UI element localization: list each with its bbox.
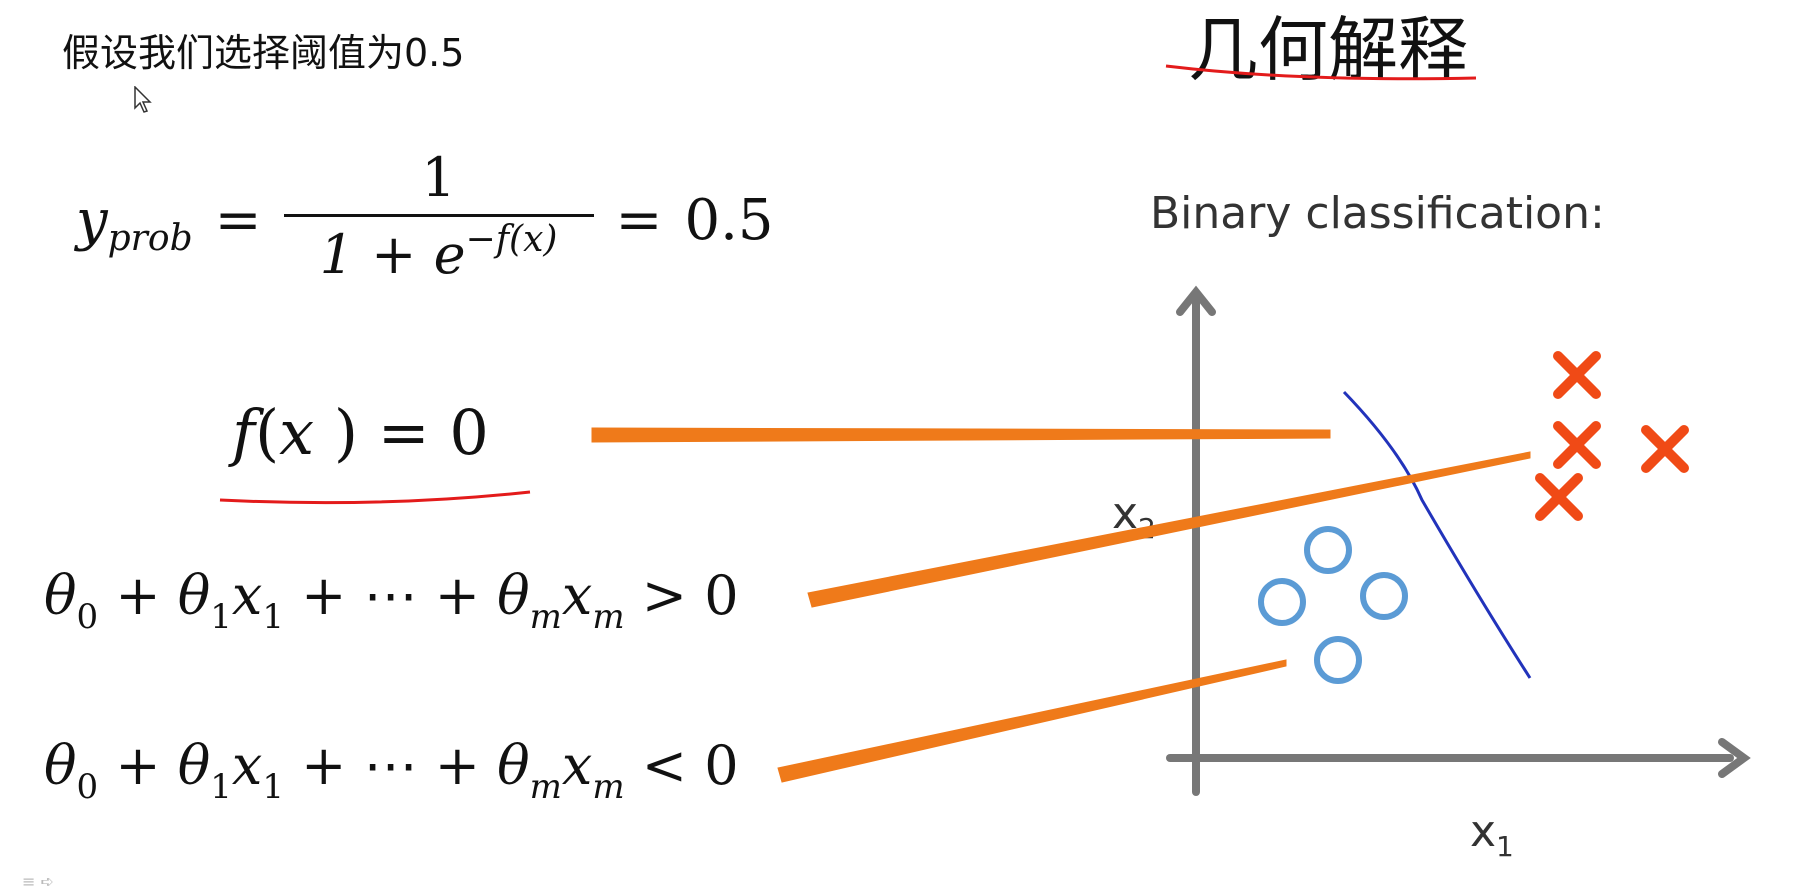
theta0-sub: 0 (76, 597, 99, 637)
circle-point (1258, 578, 1306, 626)
fx-rest: = 0 (358, 396, 489, 469)
thetam: θ (497, 564, 530, 627)
denominator-exponent: −f(x) (465, 219, 558, 260)
eq-equals: = (214, 187, 262, 253)
connector-negative (777, 659, 1287, 783)
intro-text: 假设我们选择阈值为0.5 (62, 31, 465, 75)
x1-sub: 1 (262, 767, 284, 807)
fx-paren-open: ( (254, 396, 280, 469)
negative-class-inequality: θ0 + θ1x1 + ⋯ + θmxm < 0 (44, 734, 739, 807)
theta1-sub: 1 (210, 597, 232, 637)
theta0: θ (44, 564, 77, 627)
cross-point (1535, 473, 1583, 521)
circle-point (1314, 636, 1362, 684)
denominator-base: 1 + e (319, 223, 466, 286)
thetam: θ (497, 734, 530, 797)
menu-icon[interactable]: ≡ (22, 872, 36, 891)
xm-sub: m (592, 767, 625, 807)
theta1: θ (177, 564, 211, 627)
fraction-denominator: 1 + e−f(x) (319, 219, 558, 294)
thetam-sub: m (529, 597, 562, 637)
class-crosses (1535, 351, 1689, 521)
heading-underline (1165, 64, 1477, 81)
xm-sub: m (592, 597, 625, 637)
x1: x (231, 734, 263, 797)
theta1: θ (177, 734, 211, 797)
boundary-eq-underline (219, 490, 531, 505)
theta0: θ (44, 734, 77, 797)
class-circles (1258, 526, 1408, 684)
cross-point (1553, 421, 1601, 469)
x-axis-label: x1 (1470, 806, 1514, 863)
next-slide-icon[interactable]: ➪ (40, 872, 54, 891)
eq-lhs-subscript: prob (107, 217, 193, 259)
cross-point (1641, 425, 1689, 473)
thetam-sub: m (529, 767, 562, 807)
annotation-connectors (591, 427, 1531, 783)
fx-paren-close: ) (314, 396, 359, 469)
decision-boundary-equation: f(x ) = 0 (232, 396, 489, 469)
cross-point (1553, 351, 1601, 399)
connector-boundary (591, 427, 1331, 443)
positive-class-inequality: θ0 + θ1x1 + ⋯ + θmxm > 0 (44, 564, 739, 637)
x1: x (231, 564, 263, 627)
theta1-sub: 1 (210, 767, 232, 807)
x-axis-label-sub: 1 (1496, 829, 1514, 863)
x1-sub: 1 (262, 597, 284, 637)
circle-point (1360, 572, 1408, 620)
x-axis-label-text: x (1470, 806, 1497, 857)
fraction-bar (283, 214, 594, 217)
fx-variable: x (279, 396, 315, 469)
mouse-cursor-icon (134, 86, 152, 113)
eq-lhs-y: y (76, 187, 108, 253)
sigmoid-fraction: 1 1 + e−f(x) (283, 146, 594, 294)
theta0-sub: 0 (76, 767, 99, 807)
slide-nav-icons[interactable]: ≡ ➪ (22, 872, 54, 891)
connector-positive (807, 451, 1531, 608)
plus-1: + (98, 734, 178, 797)
plus-1: + (98, 564, 178, 627)
fraction-numerator: 1 (421, 146, 456, 209)
xm: x (561, 564, 593, 627)
eq-rhs-equals: = (615, 187, 663, 253)
dots: + ⋯ + (284, 734, 498, 797)
relation-gt: > 0 (624, 564, 739, 627)
chart-axes (1166, 285, 1751, 796)
decision-boundary-line (1342, 390, 1532, 679)
eq-rhs-value: 0.5 (684, 187, 774, 253)
relation-lt: < 0 (624, 734, 739, 797)
x-axis-arrowhead (1718, 738, 1751, 778)
fx-symbol: f (232, 396, 255, 469)
xm: x (561, 734, 593, 797)
circle-point (1304, 526, 1352, 574)
dots: + ⋯ + (284, 564, 498, 627)
chart-title: Binary classification: (1150, 188, 1605, 239)
y-axis-arrowhead (1176, 285, 1216, 316)
